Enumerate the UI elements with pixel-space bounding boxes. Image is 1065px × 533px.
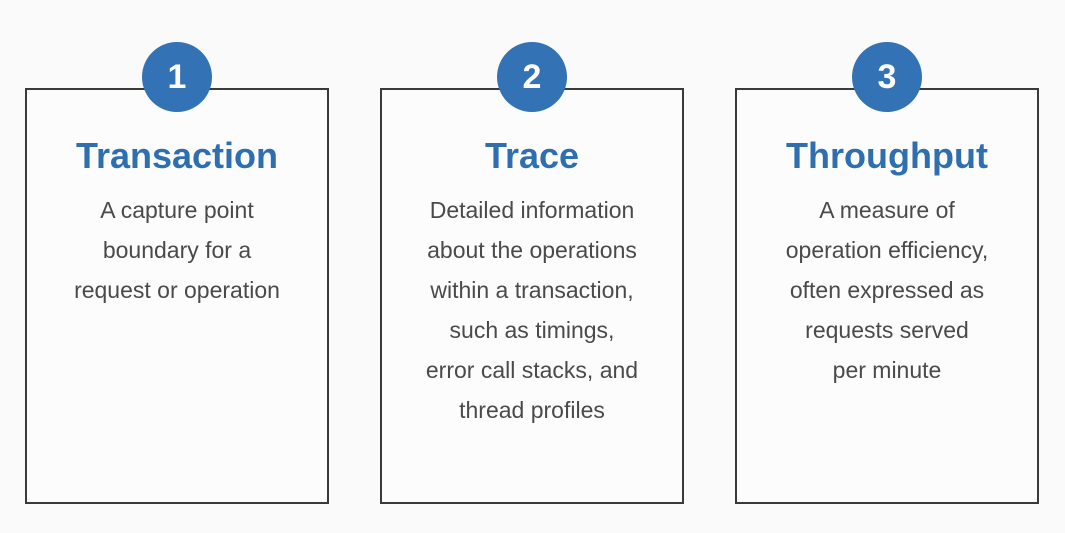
description-line: often expressed as xyxy=(789,277,985,303)
step-number-badge: 3 xyxy=(852,42,922,112)
description-line: thread profiles xyxy=(459,397,605,423)
description-line: request or operation xyxy=(74,277,280,303)
description-line: within a transaction, xyxy=(430,277,634,303)
card-description: Detailed information about the operation… xyxy=(392,190,672,430)
description-line: requests served xyxy=(805,317,969,343)
description-line: Detailed information xyxy=(429,197,635,223)
description-line: error call stacks, and xyxy=(425,357,639,383)
description-line: operation efficiency, xyxy=(785,237,989,263)
card-trace: Trace Detailed information about the ope… xyxy=(380,88,684,504)
description-line: such as timings, xyxy=(449,317,615,343)
card-throughput: Throughput A measure of operation effici… xyxy=(735,88,1039,504)
description-line: per minute xyxy=(832,357,942,383)
card-description: A measure of operation efficiency, often… xyxy=(747,190,1027,390)
description-line: A capture point xyxy=(100,197,254,223)
card-transaction: Transaction A capture point boundary for… xyxy=(25,88,329,504)
description-line: A measure of xyxy=(819,197,955,223)
description-line: boundary for a xyxy=(102,237,252,263)
card-title: Throughput xyxy=(786,135,988,176)
card-title: Trace xyxy=(484,135,580,176)
description-line: about the operations xyxy=(427,237,637,263)
step-number-badge: 1 xyxy=(142,42,212,112)
card-title: Transaction xyxy=(75,135,279,176)
card-description: A capture point boundary for a request o… xyxy=(37,190,317,310)
step-number-badge: 2 xyxy=(497,42,567,112)
